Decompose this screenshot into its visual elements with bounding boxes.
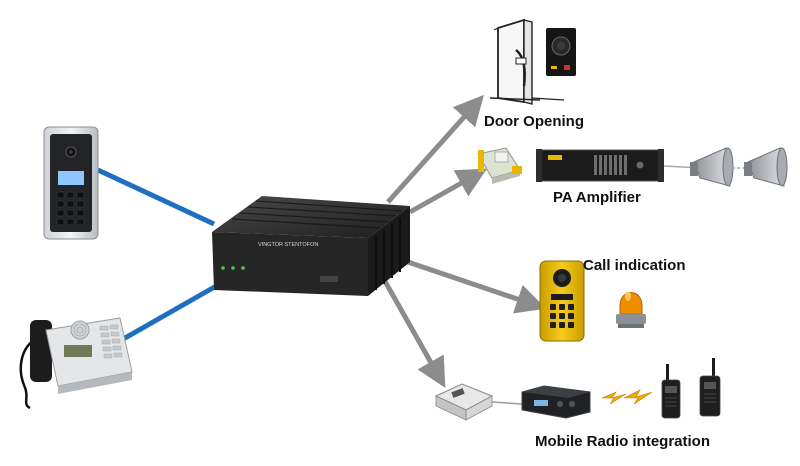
industrial-intercom-icon [539, 260, 585, 342]
central-unit: VINGTOR STENTOFON [212, 196, 410, 296]
pa-amplifier-icon [536, 149, 664, 182]
mobile-radio-icon [521, 385, 591, 419]
status-led-3 [241, 266, 245, 270]
link-door-panel [96, 167, 216, 227]
relay-module-icon [477, 147, 522, 184]
pa-amplifier-label: PA Amplifier [553, 189, 641, 206]
beacon-icon [616, 291, 646, 328]
central-unit-brand: VINGTOR STENTOFON [258, 242, 318, 248]
mobile-radio-integration-label: Mobile Radio integration [535, 433, 710, 450]
door-intercom-panel-icon [43, 126, 99, 240]
door-intercom-unit-icon [546, 28, 576, 76]
radio-cable [491, 401, 523, 405]
desk-master-station-icon [19, 317, 133, 410]
door-icon [489, 18, 565, 105]
walkie-talkie-icon [699, 358, 721, 417]
call-indication-label: Call indication [583, 257, 686, 274]
arrow-door-opening [386, 94, 485, 204]
horn-speaker-icon [744, 147, 788, 187]
status-led-2 [231, 266, 235, 270]
door-opening-label: Door Opening [484, 113, 584, 130]
radio-gateway-icon [434, 383, 494, 421]
link-desk-station [116, 282, 220, 345]
status-led-1 [221, 266, 225, 270]
port-block [320, 276, 338, 282]
walkie-talkie-icon [661, 364, 681, 419]
arrow-mobile-radio [379, 274, 446, 389]
wireless-signal-icon [601, 389, 653, 405]
arrow-pa-amplifier [408, 168, 488, 215]
horn-speaker-icon [690, 147, 734, 187]
arrow-call-indication [395, 255, 547, 314]
